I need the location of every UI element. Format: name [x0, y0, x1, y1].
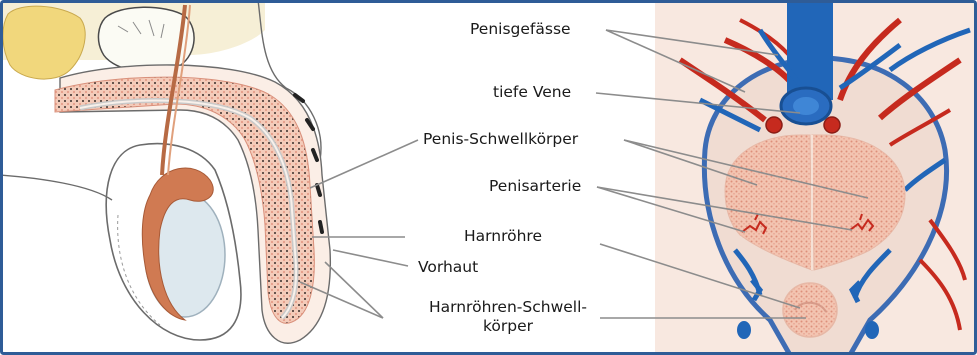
- leader-harnroehren-2: [325, 262, 383, 318]
- label-penis-schwellkoerper: Penis-Schwellkörper: [423, 130, 578, 149]
- cross-section-illustration: [655, 0, 977, 355]
- label-vorhaut: Vorhaut: [418, 258, 478, 277]
- label-harnroehren-schwellkoerper: Harnröhren-Schwell- körper: [410, 298, 606, 336]
- label-harnroehren-line1: Harnröhren-Schwell-: [410, 298, 606, 317]
- leader-schwellkoerper-left: [310, 140, 418, 188]
- label-penisgefaesse: Penisgefässe: [470, 20, 571, 39]
- leader-vorhaut: [333, 250, 408, 266]
- label-harnroehren-line2: körper: [410, 317, 606, 336]
- corpus-spongiosum: [783, 283, 837, 337]
- label-tiefe-vene: tiefe Vene: [493, 83, 571, 102]
- label-penisarterie: Penisarterie: [489, 177, 581, 196]
- bladder-organ: [3, 6, 85, 79]
- label-harnroehre: Harnröhre: [464, 227, 542, 246]
- side-view-illustration: [0, 0, 330, 343]
- thigh-outline: [0, 175, 112, 200]
